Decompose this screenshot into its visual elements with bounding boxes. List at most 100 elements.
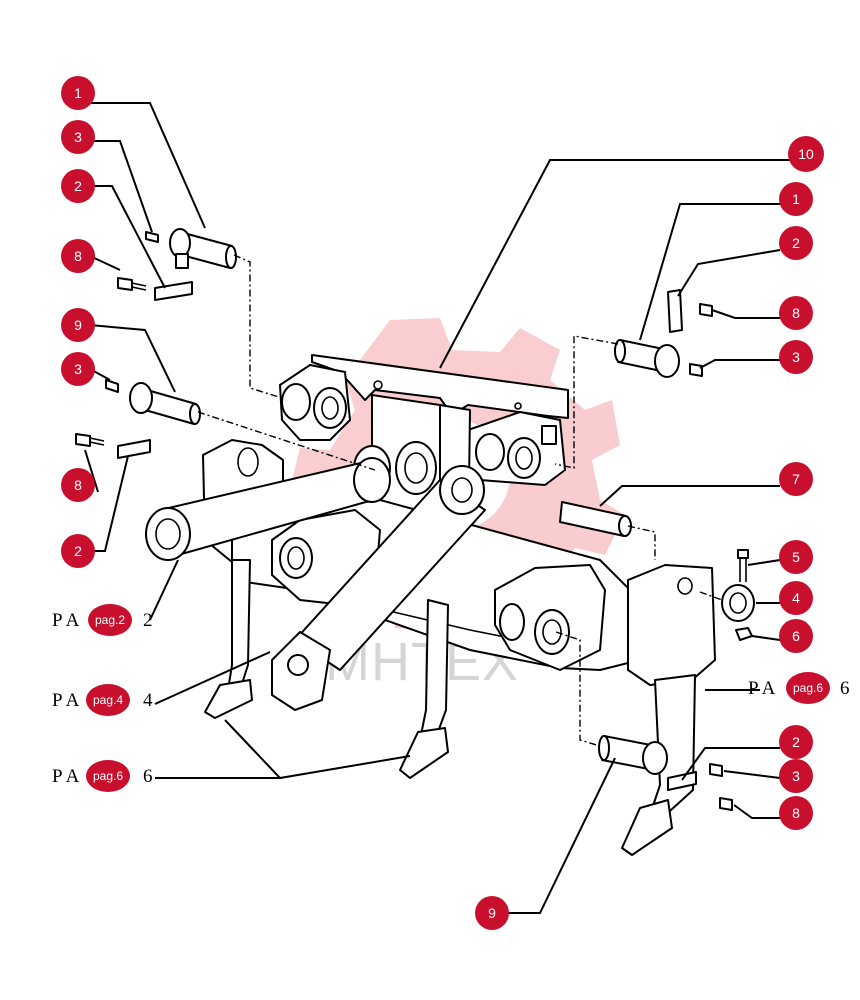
bracket-hole-small: [514, 402, 522, 410]
page-ref-suffix: 6: [143, 766, 153, 787]
leader-line: [723, 770, 781, 779]
callout-7[interactable]: 7: [779, 462, 813, 496]
right-end-plate: [627, 564, 716, 686]
bolt-shank: [131, 282, 147, 291]
bolt-head: [719, 797, 733, 811]
leader-line: [89, 255, 121, 271]
svg-text:2: 2: [792, 235, 800, 251]
page-ref-pag4[interactable]: P A pag.4 4: [52, 684, 153, 716]
bushing-4-inner: [729, 592, 747, 614]
leader-line: [681, 747, 780, 781]
callout-3-top-right[interactable]: 3: [779, 340, 813, 374]
svg-text:2: 2: [74, 543, 82, 559]
callout-3-middle-left[interactable]: 3: [61, 352, 95, 386]
svg-text:8: 8: [792, 305, 800, 321]
link-arm-end: [353, 457, 391, 503]
assembly-line: [699, 591, 723, 601]
pin-end: [614, 339, 626, 363]
leader-line: [747, 559, 781, 566]
lug-key: [541, 425, 557, 445]
svg-text:10: 10: [798, 146, 814, 162]
lug-bore: [475, 433, 505, 471]
leader-line: [599, 485, 780, 507]
callout-2-middle-left[interactable]: 2: [61, 534, 95, 568]
leader-line: [639, 203, 780, 341]
lug-bore-inner: [515, 446, 533, 470]
bolt-head: [75, 433, 91, 447]
callout-10[interactable]: 10: [788, 136, 824, 172]
pin-group-middle-left: [75, 379, 201, 459]
pin-group-top-left: [117, 228, 237, 301]
svg-text:3: 3: [74, 361, 82, 377]
leader-line: [677, 249, 781, 297]
svg-text:4: 4: [792, 590, 800, 606]
svg-text:9: 9: [74, 317, 82, 333]
leader-line: [699, 359, 780, 369]
grease-nipple: [105, 379, 119, 393]
callout-5[interactable]: 5: [779, 540, 813, 574]
callouts: 1 3 2 8 9 3 8 2 10 1 2 8 3 7 5 4 6 2 3 8…: [61, 76, 824, 930]
lug-bore: [281, 383, 311, 421]
pin-head: [642, 741, 668, 775]
mast-bore: [395, 441, 437, 495]
page-ref-suffix: 6: [840, 678, 850, 699]
leader-line: [88, 455, 129, 552]
callout-2-top-right[interactable]: 2: [779, 226, 813, 260]
pin-group-top-right: [614, 289, 713, 378]
svg-text:8: 8: [792, 805, 800, 821]
leader-line: [90, 102, 206, 229]
svg-text:3: 3: [792, 768, 800, 784]
svg-text:2: 2: [74, 178, 82, 194]
page-ref-prefix: P A: [52, 766, 80, 787]
grease-nipple: [709, 763, 723, 777]
page-ref-prefix: P A: [52, 610, 80, 631]
svg-text:2: 2: [792, 734, 800, 750]
callout-8-top-left[interactable]: 8: [61, 239, 95, 273]
bolt-head: [699, 303, 713, 317]
callout-9-bottom[interactable]: 9: [475, 896, 509, 930]
page-ref-badge: [88, 604, 132, 636]
lug-bore-inner: [542, 619, 562, 645]
page-ref-suffix: 4: [143, 690, 153, 711]
assembly-line: [554, 335, 619, 469]
callout-8-bottom-right[interactable]: 8: [779, 796, 813, 830]
callout-3-bottom-right[interactable]: 3: [779, 759, 813, 793]
bolt-5-head: [737, 549, 749, 559]
svg-text:5: 5: [792, 549, 800, 565]
page-ref-pag2[interactable]: P A pag.2 2: [52, 604, 153, 636]
svg-text:8: 8: [74, 477, 82, 493]
assembly-line: [627, 525, 656, 560]
svg-text:1: 1: [792, 191, 800, 207]
callout-9-left[interactable]: 9: [61, 308, 95, 342]
page-ref-badge: [786, 672, 830, 704]
callout-4[interactable]: 4: [779, 581, 813, 615]
callout-3-top-left[interactable]: 3: [61, 120, 95, 154]
page-ref-label: pag.6: [93, 769, 123, 783]
pin-head: [654, 344, 680, 378]
cylinder-top-eye: [439, 465, 485, 515]
callout-1-right[interactable]: 1: [779, 182, 813, 216]
clevis-pin-hole: [287, 654, 309, 676]
lock-plate: [154, 281, 193, 301]
callout-8-middle-left[interactable]: 8: [61, 468, 95, 502]
callout-2-top-left[interactable]: 2: [61, 169, 95, 203]
point-middle: [399, 727, 449, 779]
bolt-head: [117, 277, 133, 291]
pin-end: [225, 245, 237, 269]
callout-2-bottom-right[interactable]: 2: [779, 725, 813, 759]
assembly-line: [555, 631, 601, 747]
page-ref-pag6-right[interactable]: P A pag.6 6: [748, 672, 850, 704]
pin-tab: [175, 253, 189, 269]
mast-bore-inner: [404, 452, 428, 484]
end-plate-hole: [677, 577, 693, 595]
callout-1-top-left[interactable]: 1: [61, 76, 95, 110]
page-ref-pag6-left[interactable]: P A pag.6 6: [52, 760, 153, 792]
leader-line: [439, 159, 790, 369]
page-ref-prefix: P A: [748, 678, 776, 699]
leader-line: [751, 635, 781, 641]
assembly-lines: [197, 254, 723, 747]
callout-8-top-right[interactable]: 8: [779, 296, 813, 330]
callout-6[interactable]: 6: [779, 619, 813, 653]
